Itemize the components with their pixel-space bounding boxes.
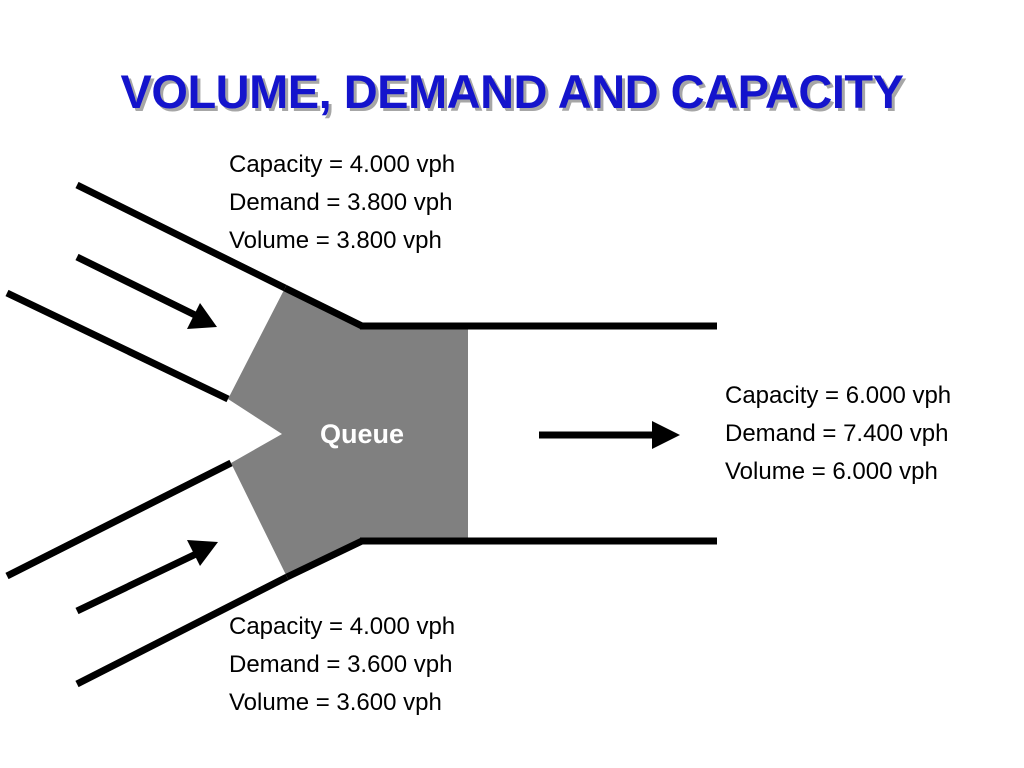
queue-label: Queue (319, 419, 405, 449)
lower-volume: Volume = 3.600 vph (229, 689, 442, 716)
upper-merge-taper (283, 284, 364, 330)
upper-demand: Demand = 3.800 vph (229, 189, 453, 216)
upper-capacity: Capacity = 4.000 vph (229, 151, 456, 178)
lower-capacity: Capacity = 4.000 vph (229, 613, 456, 640)
lower-approach-inner-edge (5, 459, 233, 580)
lower-approach-stats: Capacity = 4.000 vph Demand = 3.600 vph … (229, 608, 455, 722)
upper-approach-inner-edge (5, 289, 230, 403)
lower-demand: Demand = 3.600 vph (229, 651, 453, 678)
lower-merge-taper (285, 537, 364, 581)
upper-approach-stats: Capacity = 4.000 vph Demand = 3.800 vph … (229, 146, 455, 260)
lower-approach-outer-edge (75, 573, 289, 688)
upper-approach-outer-edge (75, 181, 287, 292)
downstream-flow-arrow (539, 421, 680, 449)
downstream-volume: Volume = 6.000 vph (725, 458, 938, 485)
upper-arrowhead-icon (187, 303, 217, 329)
page-title: VOLUME, DEMAND AND CAPACITY (120, 65, 904, 118)
lower-arrowhead-icon (187, 540, 218, 566)
upper-flow-arrow (75, 253, 217, 329)
queue-area (228, 288, 468, 577)
downstream-arrowhead-icon (652, 421, 680, 449)
downstream-capacity: Capacity = 6.000 vph (725, 382, 952, 409)
upper-volume: Volume = 3.800 vph (229, 227, 442, 254)
downstream-stats: Capacity = 6.000 vph Demand = 7.400 vph … (725, 377, 951, 491)
downstream-demand: Demand = 7.400 vph (725, 420, 949, 447)
lower-flow-arrow (75, 540, 218, 615)
